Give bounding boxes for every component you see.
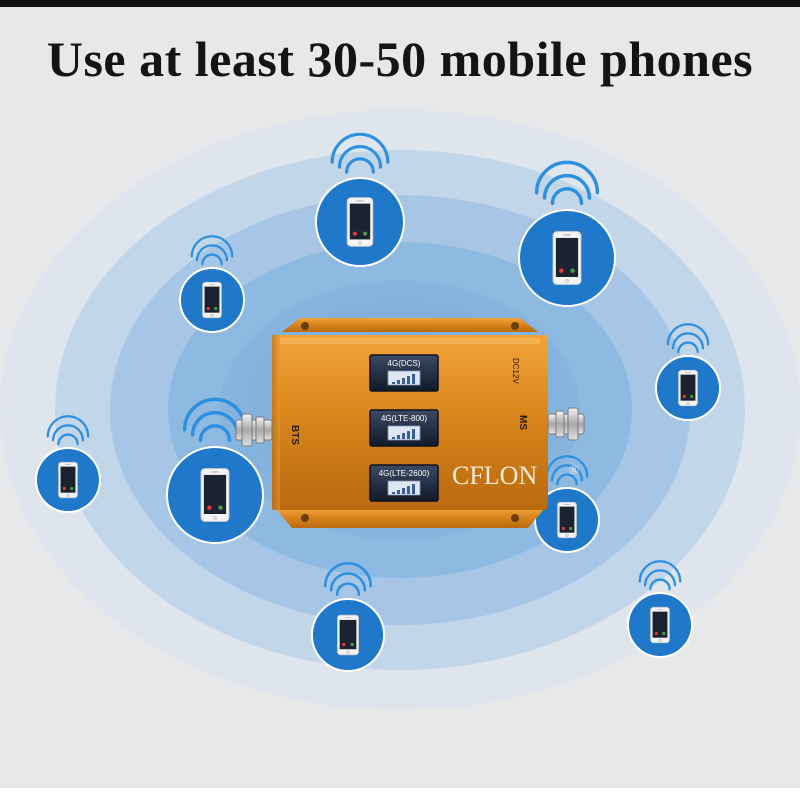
smartphone-icon xyxy=(200,468,230,522)
phone-badge xyxy=(315,132,405,267)
bottom-border xyxy=(0,788,800,800)
band-panels: 4G(DCS) 4G(LTE-800) 4G(LTE-2600) xyxy=(369,354,439,502)
phone-badge xyxy=(179,235,245,333)
band-panel: 4G(DCS) xyxy=(369,354,439,392)
brand-mark: ® xyxy=(569,462,579,477)
top-flange xyxy=(282,318,538,332)
bts-connector xyxy=(235,413,273,447)
signal-waves-icon xyxy=(330,132,390,174)
port-label-left: BTS xyxy=(289,425,300,445)
ms-connector xyxy=(547,407,585,441)
mount-hole xyxy=(301,514,309,522)
signal-meter-icon xyxy=(387,425,421,441)
smartphone-icon xyxy=(337,614,359,656)
signal-waves-icon xyxy=(46,415,90,446)
headline: Use at least 30-50 mobile phones xyxy=(46,31,754,87)
signal-waves-icon xyxy=(638,560,682,591)
band-panel: 4G(LTE-2600) xyxy=(369,464,439,502)
phones-layer xyxy=(35,132,721,672)
port-label-right: MS xyxy=(517,415,528,430)
signal-waves-icon xyxy=(666,323,710,354)
smartphone-icon xyxy=(346,197,374,247)
phone-badge xyxy=(627,560,693,658)
phone-badge xyxy=(655,323,721,421)
phone-badge xyxy=(518,160,616,307)
band-label: 4G(LTE-800) xyxy=(381,414,427,423)
signal-meter-icon xyxy=(387,370,421,386)
top-border xyxy=(0,0,800,7)
repeater-body-side xyxy=(272,335,280,510)
band-label: 4G(DCS) xyxy=(388,359,421,368)
band-panel: 4G(LTE-800) xyxy=(369,409,439,447)
signal-waves-icon xyxy=(323,561,373,596)
repeater-body-highlight xyxy=(280,338,540,344)
smartphone-icon xyxy=(557,501,577,539)
smartphone-icon xyxy=(552,231,582,285)
band-label: 4G(LTE-2600) xyxy=(379,469,430,478)
bottom-flange xyxy=(275,508,545,528)
phone-badge xyxy=(534,455,600,553)
phone-badge xyxy=(35,415,101,513)
mount-hole xyxy=(511,322,519,330)
signal-waves-icon xyxy=(545,455,589,486)
brand-name: CFLON xyxy=(452,461,537,490)
signal-waves-icon xyxy=(190,235,234,266)
signal-meter-icon xyxy=(387,480,421,496)
mount-hole xyxy=(301,322,309,330)
power-label: DC12V xyxy=(511,358,520,384)
smartphone-icon xyxy=(678,369,698,407)
mount-hole xyxy=(511,514,519,522)
phone-badge xyxy=(311,561,385,672)
signal-repeater: BTS MS DC12V 4G(DCS) 4G(LTE-800) 4G(LTE-26… xyxy=(235,318,585,528)
smartphone-icon xyxy=(58,461,78,499)
signal-waves-icon xyxy=(534,160,600,206)
smartphone-icon xyxy=(202,281,222,319)
smartphone-icon xyxy=(650,606,670,644)
